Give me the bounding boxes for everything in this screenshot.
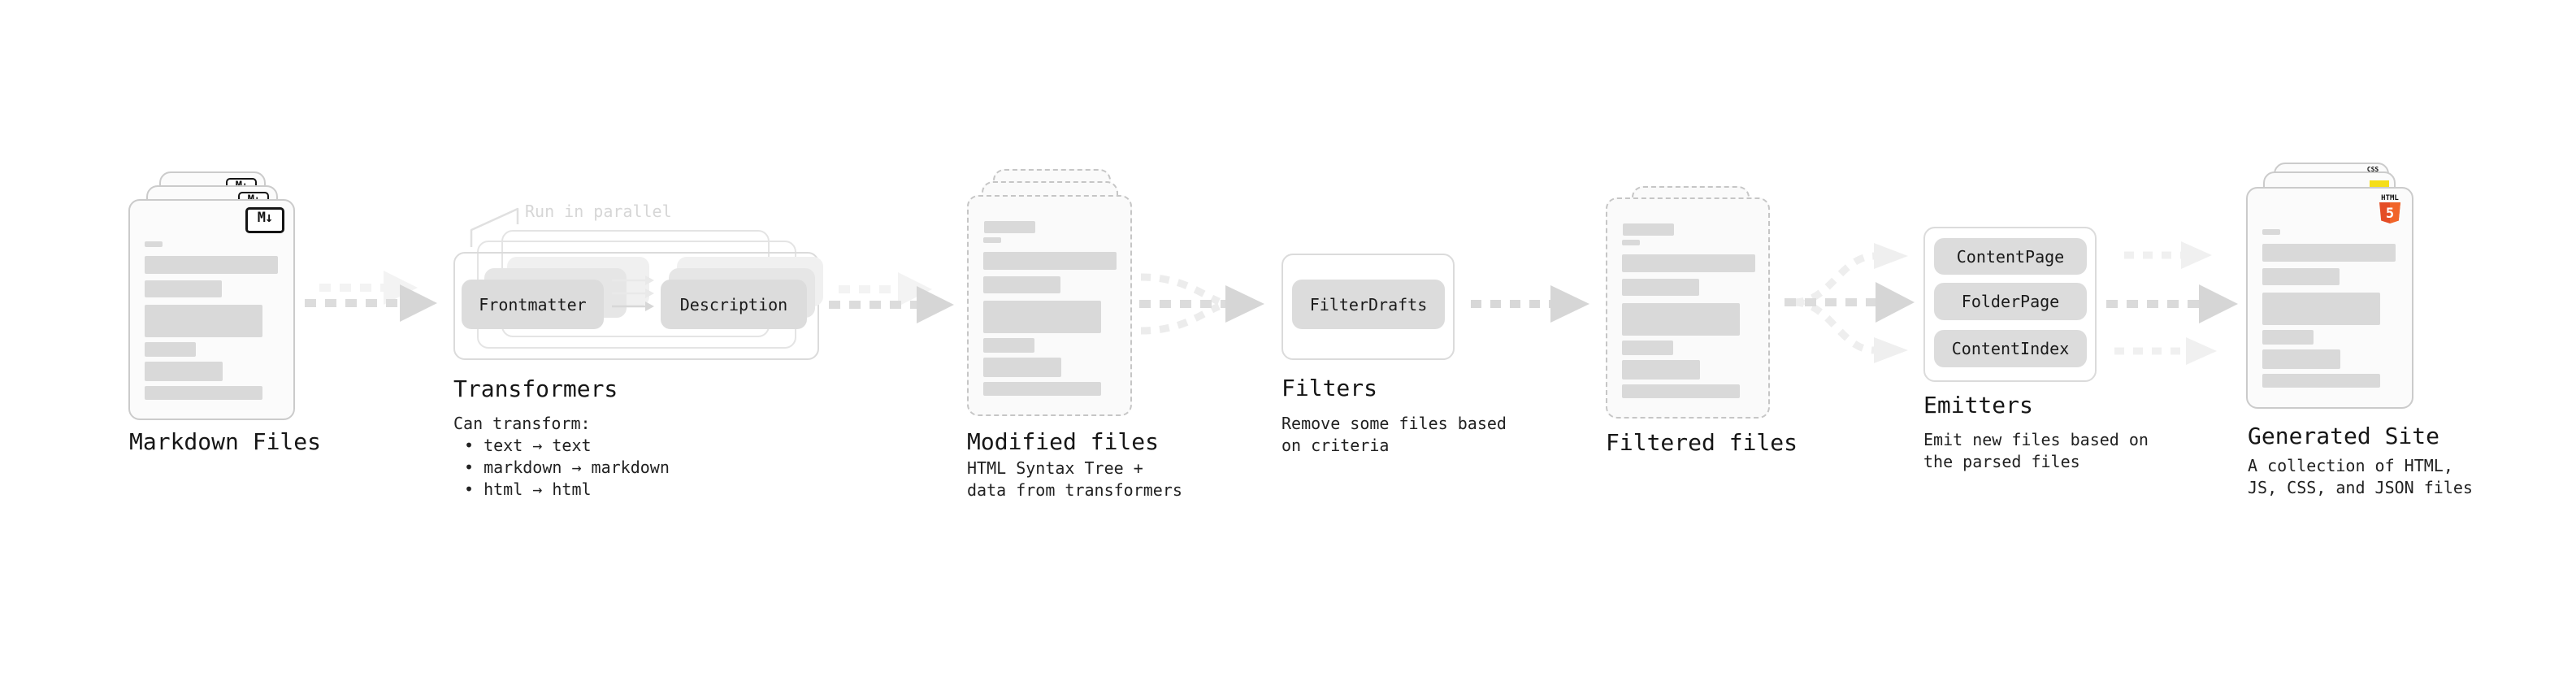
markdown-file-front: M↓ bbox=[128, 199, 295, 420]
emitters-label: Emitters bbox=[1923, 392, 2033, 419]
plugin-folderpage: FolderPage bbox=[1934, 283, 2087, 320]
filtered-files-label: Filtered files bbox=[1606, 429, 1798, 456]
arrow-markdown-to-transformers bbox=[305, 271, 437, 322]
emitters-desc: Emit new files based on bbox=[1923, 430, 2149, 449]
markdown-files-label: Markdown Files bbox=[129, 428, 322, 455]
plugin-filterdrafts: FilterDrafts bbox=[1292, 280, 1445, 329]
filters-desc: Remove some files based bbox=[1281, 414, 1507, 433]
plugin-contentpage: ContentPage bbox=[1934, 238, 2087, 275]
generated-site-desc: A collection of HTML, bbox=[2248, 456, 2453, 475]
plugin-frontmatter: Frontmatter bbox=[462, 280, 604, 329]
filtered-file-front bbox=[1606, 197, 1770, 419]
modified-files-desc: HTML Syntax Tree + bbox=[967, 458, 1143, 478]
plugin-description: Description bbox=[661, 280, 807, 329]
transformers-stack-front bbox=[453, 252, 819, 360]
generated-site-label: Generated Site bbox=[2248, 423, 2440, 449]
filters-label: Filters bbox=[1281, 375, 1378, 401]
emitters-container bbox=[1923, 227, 2097, 382]
modified-files-label: Modified files bbox=[967, 428, 1160, 455]
modified-files-desc: data from transformers bbox=[967, 480, 1182, 500]
markdown-icon: M↓ bbox=[245, 207, 284, 233]
transformers-bullet: • text → text bbox=[464, 436, 592, 455]
transformers-bullet: • markdown → markdown bbox=[464, 458, 670, 477]
arrow-transformers-to-modified bbox=[829, 272, 954, 323]
arrow-filters-to-filtered bbox=[1471, 285, 1589, 323]
emitters-desc: the parsed files bbox=[1923, 452, 2080, 471]
filters-desc: on criteria bbox=[1281, 436, 1390, 455]
generated-site-desc: JS, CSS, and JSON files bbox=[2248, 478, 2473, 497]
generated-file-html: HTML 5 bbox=[2246, 187, 2413, 409]
transformers-label: Transformers bbox=[453, 375, 618, 402]
arrow-emitters-to-generated bbox=[2106, 241, 2238, 365]
filters-container bbox=[1281, 254, 1455, 360]
run-in-parallel-label: Run in parallel bbox=[525, 202, 672, 221]
transformers-bullet: • html → html bbox=[464, 479, 592, 499]
transformers-desc: Can transform: bbox=[453, 414, 591, 433]
modified-file-front bbox=[967, 195, 1132, 416]
svg-text:5: 5 bbox=[2386, 206, 2394, 222]
html5-icon: HTML 5 bbox=[2379, 194, 2400, 223]
plugin-contentindex: ContentIndex bbox=[1934, 330, 2087, 367]
arrow-filtered-to-emitters bbox=[1785, 243, 1915, 363]
arrow-modified-to-filters bbox=[1139, 273, 1264, 335]
